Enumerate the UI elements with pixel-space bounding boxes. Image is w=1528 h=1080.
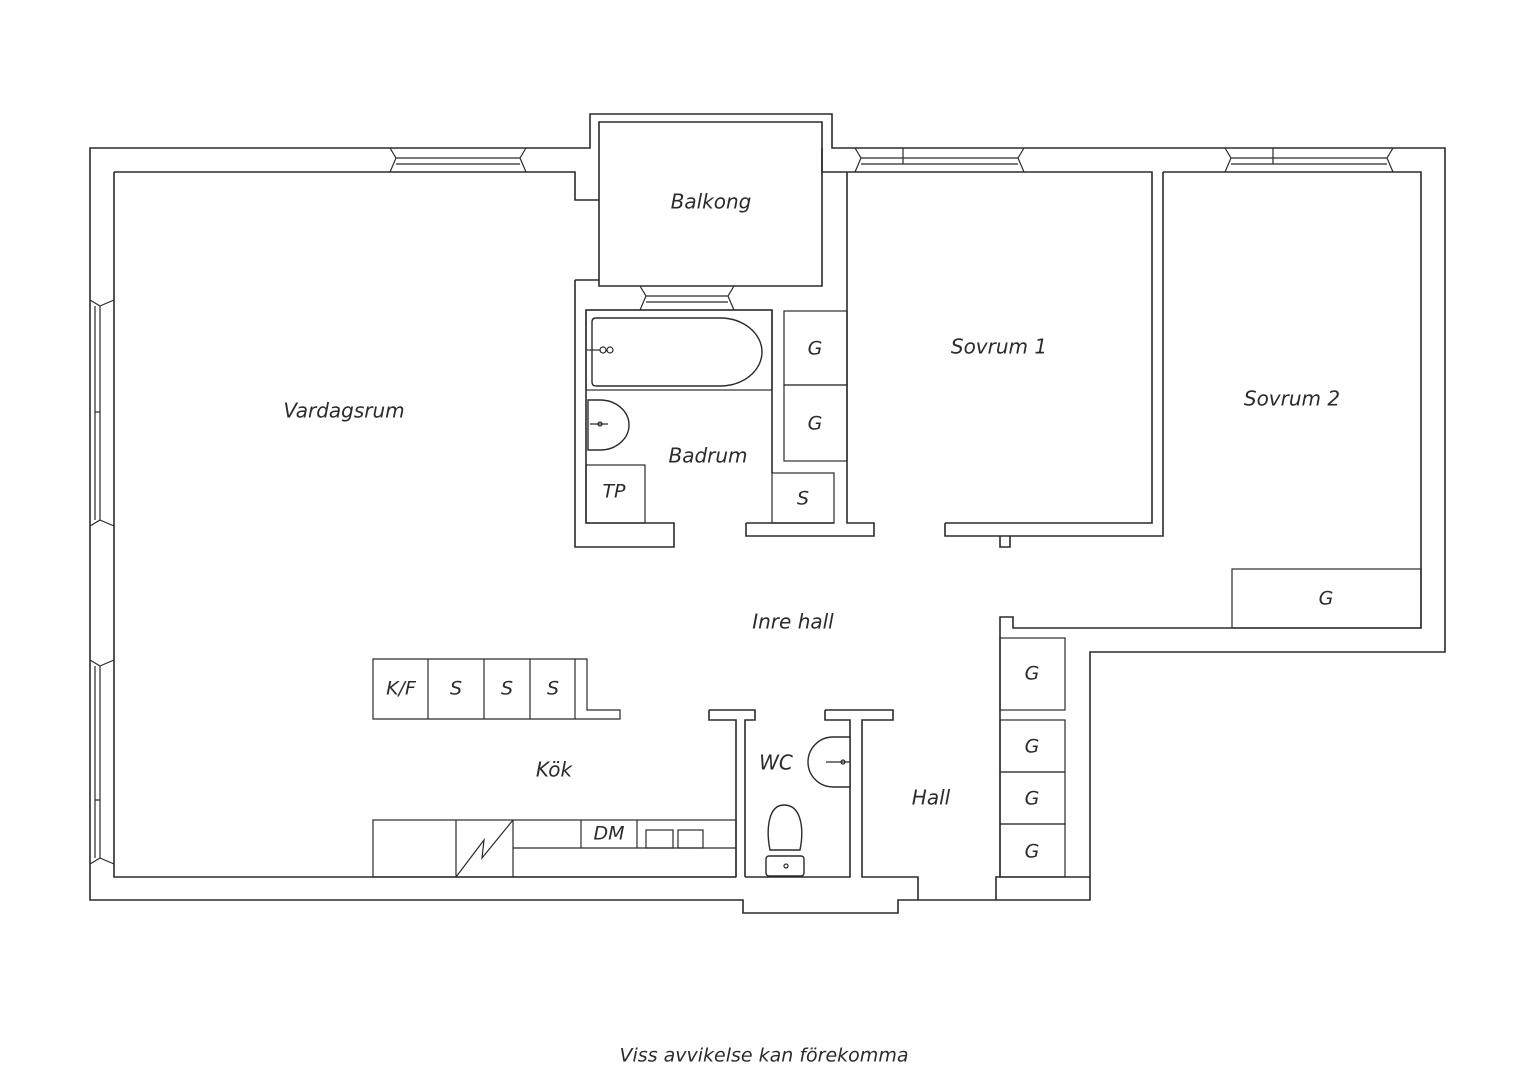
label-dm: DM [593, 823, 624, 845]
kitchen-fixtures [372, 658, 737, 878]
wc-fixtures [765, 736, 851, 877]
stove-lightning-icon [455, 819, 514, 878]
label-balkong: Balkong [671, 190, 752, 214]
label-s: S [547, 678, 559, 700]
label-g: G [808, 338, 823, 360]
label-sovrum1: Sovrum 1 [951, 335, 1047, 359]
bathtub [591, 317, 763, 387]
label-kok: Kök [536, 758, 574, 782]
label-wc: WC [759, 751, 793, 775]
label-g: G [1025, 663, 1040, 685]
disclaimer-text: Viss avvikelse kan förekomma [620, 1045, 909, 1067]
label-g: G [808, 413, 823, 435]
label-g: G [1319, 588, 1334, 610]
bedroom-walls [847, 171, 1422, 710]
label-inre-hall: Inre hall [752, 610, 834, 634]
windows [89, 147, 1394, 865]
label-g: G [1025, 788, 1040, 810]
label-sovrum2: Sovrum 2 [1244, 387, 1340, 411]
label-g: G [1025, 841, 1040, 863]
bathroom-fixtures [585, 309, 848, 524]
label-s: S [797, 488, 809, 510]
label-hall: Hall [912, 786, 951, 810]
wardrobe-sovrum2 [1231, 568, 1422, 629]
label-tp: TP [602, 481, 626, 503]
room-labels: Balkong Vardagsrum Badrum Sovrum 1 Sovru… [283, 190, 1340, 810]
tap-icon [587, 346, 614, 354]
sink [587, 399, 630, 451]
label-kf: K/F [386, 678, 417, 700]
hall-wardrobes [999, 637, 1066, 878]
fixture-labels: TP G G S G G G G G K/F S S S DM [386, 338, 1333, 863]
label-g: G [1025, 736, 1040, 758]
label-badrum: Badrum [668, 444, 747, 468]
label-s: S [501, 678, 513, 700]
label-vardagsrum: Vardagsrum [283, 399, 404, 423]
outer-walls [89, 113, 1446, 914]
toilet [767, 804, 803, 851]
label-s: S [450, 678, 462, 700]
